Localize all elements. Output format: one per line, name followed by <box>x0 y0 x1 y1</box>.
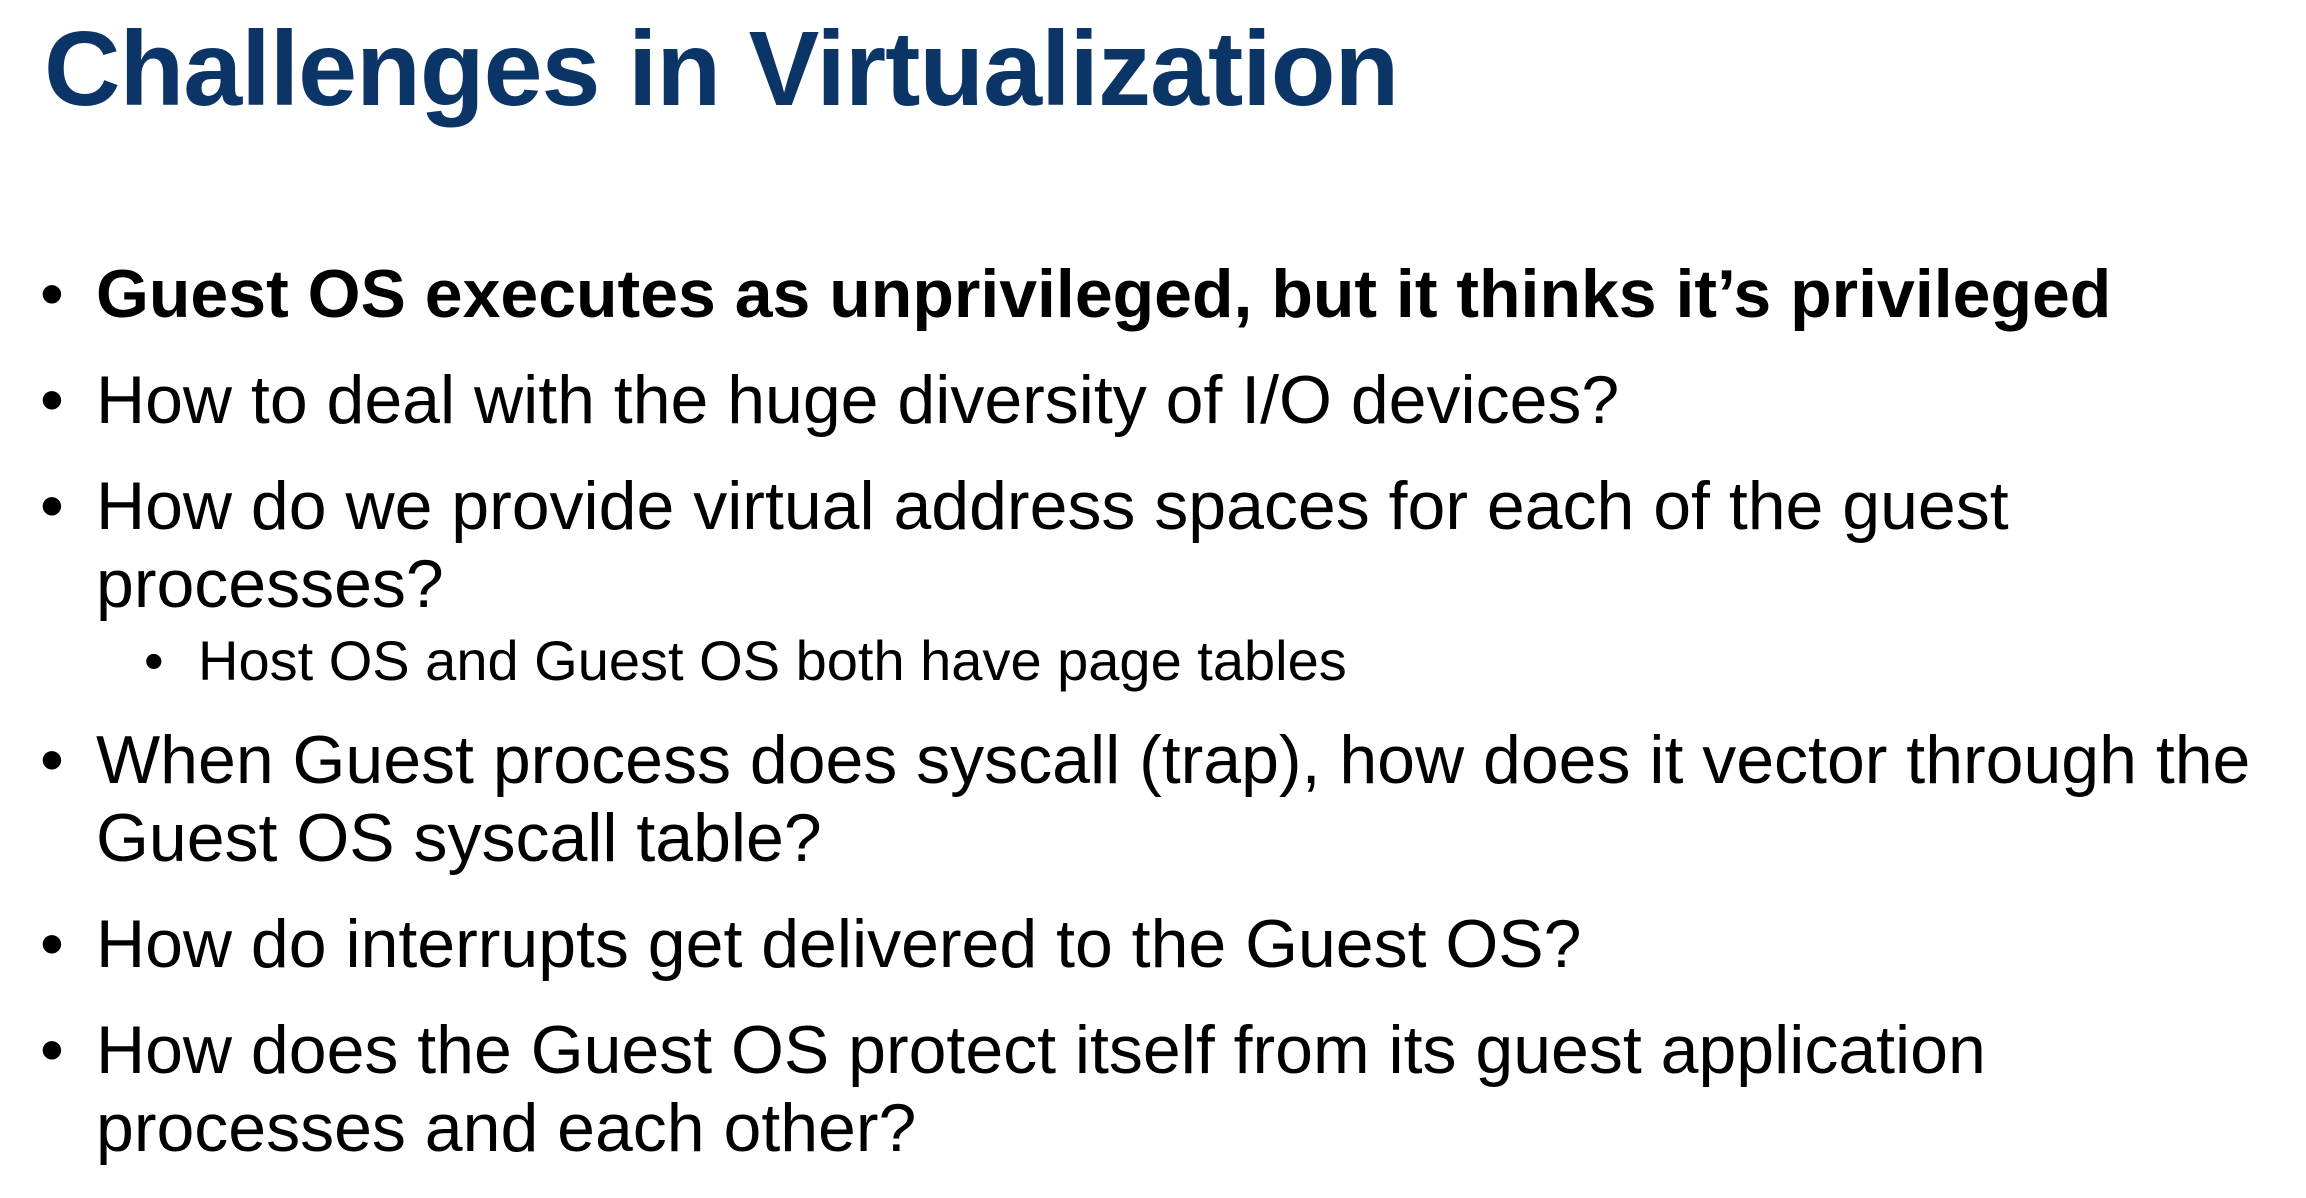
bullet-item: • How to deal with the huge diversity of… <box>40 361 2290 439</box>
bullet-text: How do interrupts get delivered to the G… <box>96 906 1582 982</box>
sub-bullet-text: Host OS and Guest OS both have page tabl… <box>198 629 1347 692</box>
slide-title: Challenges in Virtualization <box>44 10 1399 128</box>
bullet-item: • How does the Guest OS protect itself f… <box>40 1011 2290 1167</box>
bullet-item: • When Guest process does syscall (trap)… <box>40 721 2290 877</box>
bullet-item: • How do we provide virtual address spac… <box>40 467 2290 693</box>
bullet-dot-icon: • <box>40 1012 64 1088</box>
bullet-dot-icon: • <box>40 256 64 332</box>
sub-bullet-item: • Host OS and Guest OS both have page ta… <box>144 629 2290 693</box>
bullet-text: How to deal with the huge diversity of I… <box>96 362 1620 438</box>
bullet-dot-icon: • <box>40 906 64 982</box>
bullet-dot-icon: • <box>40 468 64 544</box>
bullet-text: When Guest process does syscall (trap), … <box>96 722 2251 876</box>
sub-bullet-list: • Host OS and Guest OS both have page ta… <box>96 629 2290 693</box>
bullet-item: • Guest OS executes as unprivileged, but… <box>40 255 2290 333</box>
bullet-text: Guest OS executes as unprivileged, but i… <box>96 256 2112 332</box>
bullet-text: How does the Guest OS protect itself fro… <box>96 1012 1986 1166</box>
bullet-text: How do we provide virtual address spaces… <box>96 468 2009 622</box>
bullet-list: • Guest OS executes as unprivileged, but… <box>40 255 2290 1195</box>
bullet-dot-icon: • <box>40 722 64 798</box>
bullet-dot-icon: • <box>144 629 164 692</box>
bullet-item: • How do interrupts get delivered to the… <box>40 905 2290 983</box>
bullet-dot-icon: • <box>40 362 64 438</box>
